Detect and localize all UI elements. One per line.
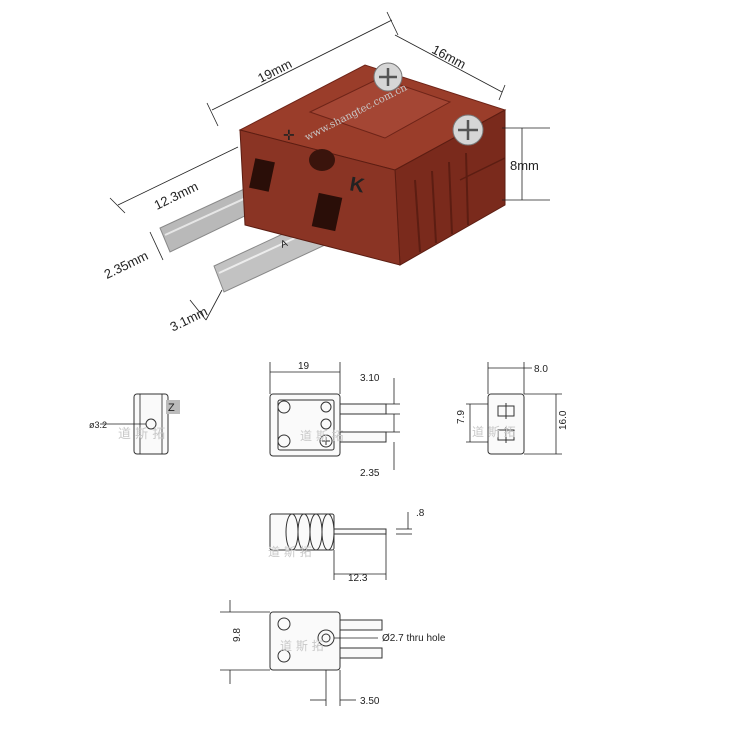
top-view-pin-width-label: 3.10 xyxy=(360,373,380,384)
top-view-watermark: 道 斯 拓 xyxy=(300,429,344,443)
connector-body: K ✛ xyxy=(238,62,507,266)
dim-pin-length-label: 12.3mm xyxy=(152,179,201,213)
socket-left xyxy=(249,158,275,192)
dim-width-label: 16mm xyxy=(430,42,469,72)
screw-icon xyxy=(452,114,484,146)
profile-view-drawing: .8 12.3 道 斯 拓 xyxy=(268,508,425,584)
top-view-drawing: 19 3.10 2.35 道 斯 拓 xyxy=(269,361,400,479)
screw-icon xyxy=(373,62,403,92)
end-view-drawing: ø3.2 道 斯 拓 Z xyxy=(89,393,180,455)
watermark-logo-letter: Z xyxy=(168,402,175,414)
end-view-hole-label: ø3.2 xyxy=(89,420,107,430)
bottom-view-drawing: 9.8 Ø2.7 thru hole 3.50 道 斯 拓 xyxy=(220,600,446,707)
connector-photo: A xyxy=(102,11,550,335)
side-view-height-label: 8.0 xyxy=(534,364,548,375)
bottom-offset-label: 3.50 xyxy=(360,696,380,707)
polarity-mark: K xyxy=(348,173,367,197)
dim-height-label: 8mm xyxy=(510,158,539,173)
plus-mark: ✛ xyxy=(283,127,295,143)
top-view-pin-gap-label: 2.35 xyxy=(360,468,380,479)
watermark-logo xyxy=(166,400,180,414)
profile-pin-thickness-label: .8 xyxy=(416,508,425,519)
thru-hole xyxy=(309,149,335,171)
profile-watermark: 道 斯 拓 xyxy=(268,545,312,559)
profile-pin-length-label: 12.3 xyxy=(348,573,368,584)
side-view-width-label: 16.0 xyxy=(558,410,569,430)
side-view-drawing: 8.0 16.0 7.9 道 斯 拓 xyxy=(456,362,569,455)
bottom-spacing-label: 9.8 xyxy=(232,628,243,642)
dim-length-label: 19mm xyxy=(255,56,294,86)
pin-marking: A xyxy=(279,238,290,251)
end-view-watermark: 道 斯 拓 xyxy=(118,427,165,442)
side-view-inner-label: 7.9 xyxy=(456,410,467,424)
bottom-watermark: 道 斯 拓 xyxy=(280,639,324,653)
photo-dimensions xyxy=(109,11,550,321)
side-view-watermark: 道 斯 拓 xyxy=(472,425,516,439)
top-view-length-label: 19 xyxy=(298,361,310,372)
dim-pin-spacing-label: 3.1mm xyxy=(168,304,210,335)
bottom-hole-label: Ø2.7 thru hole xyxy=(382,633,446,644)
dim-pin-width-label: 2.35mm xyxy=(102,248,151,282)
socket-right xyxy=(311,192,343,232)
